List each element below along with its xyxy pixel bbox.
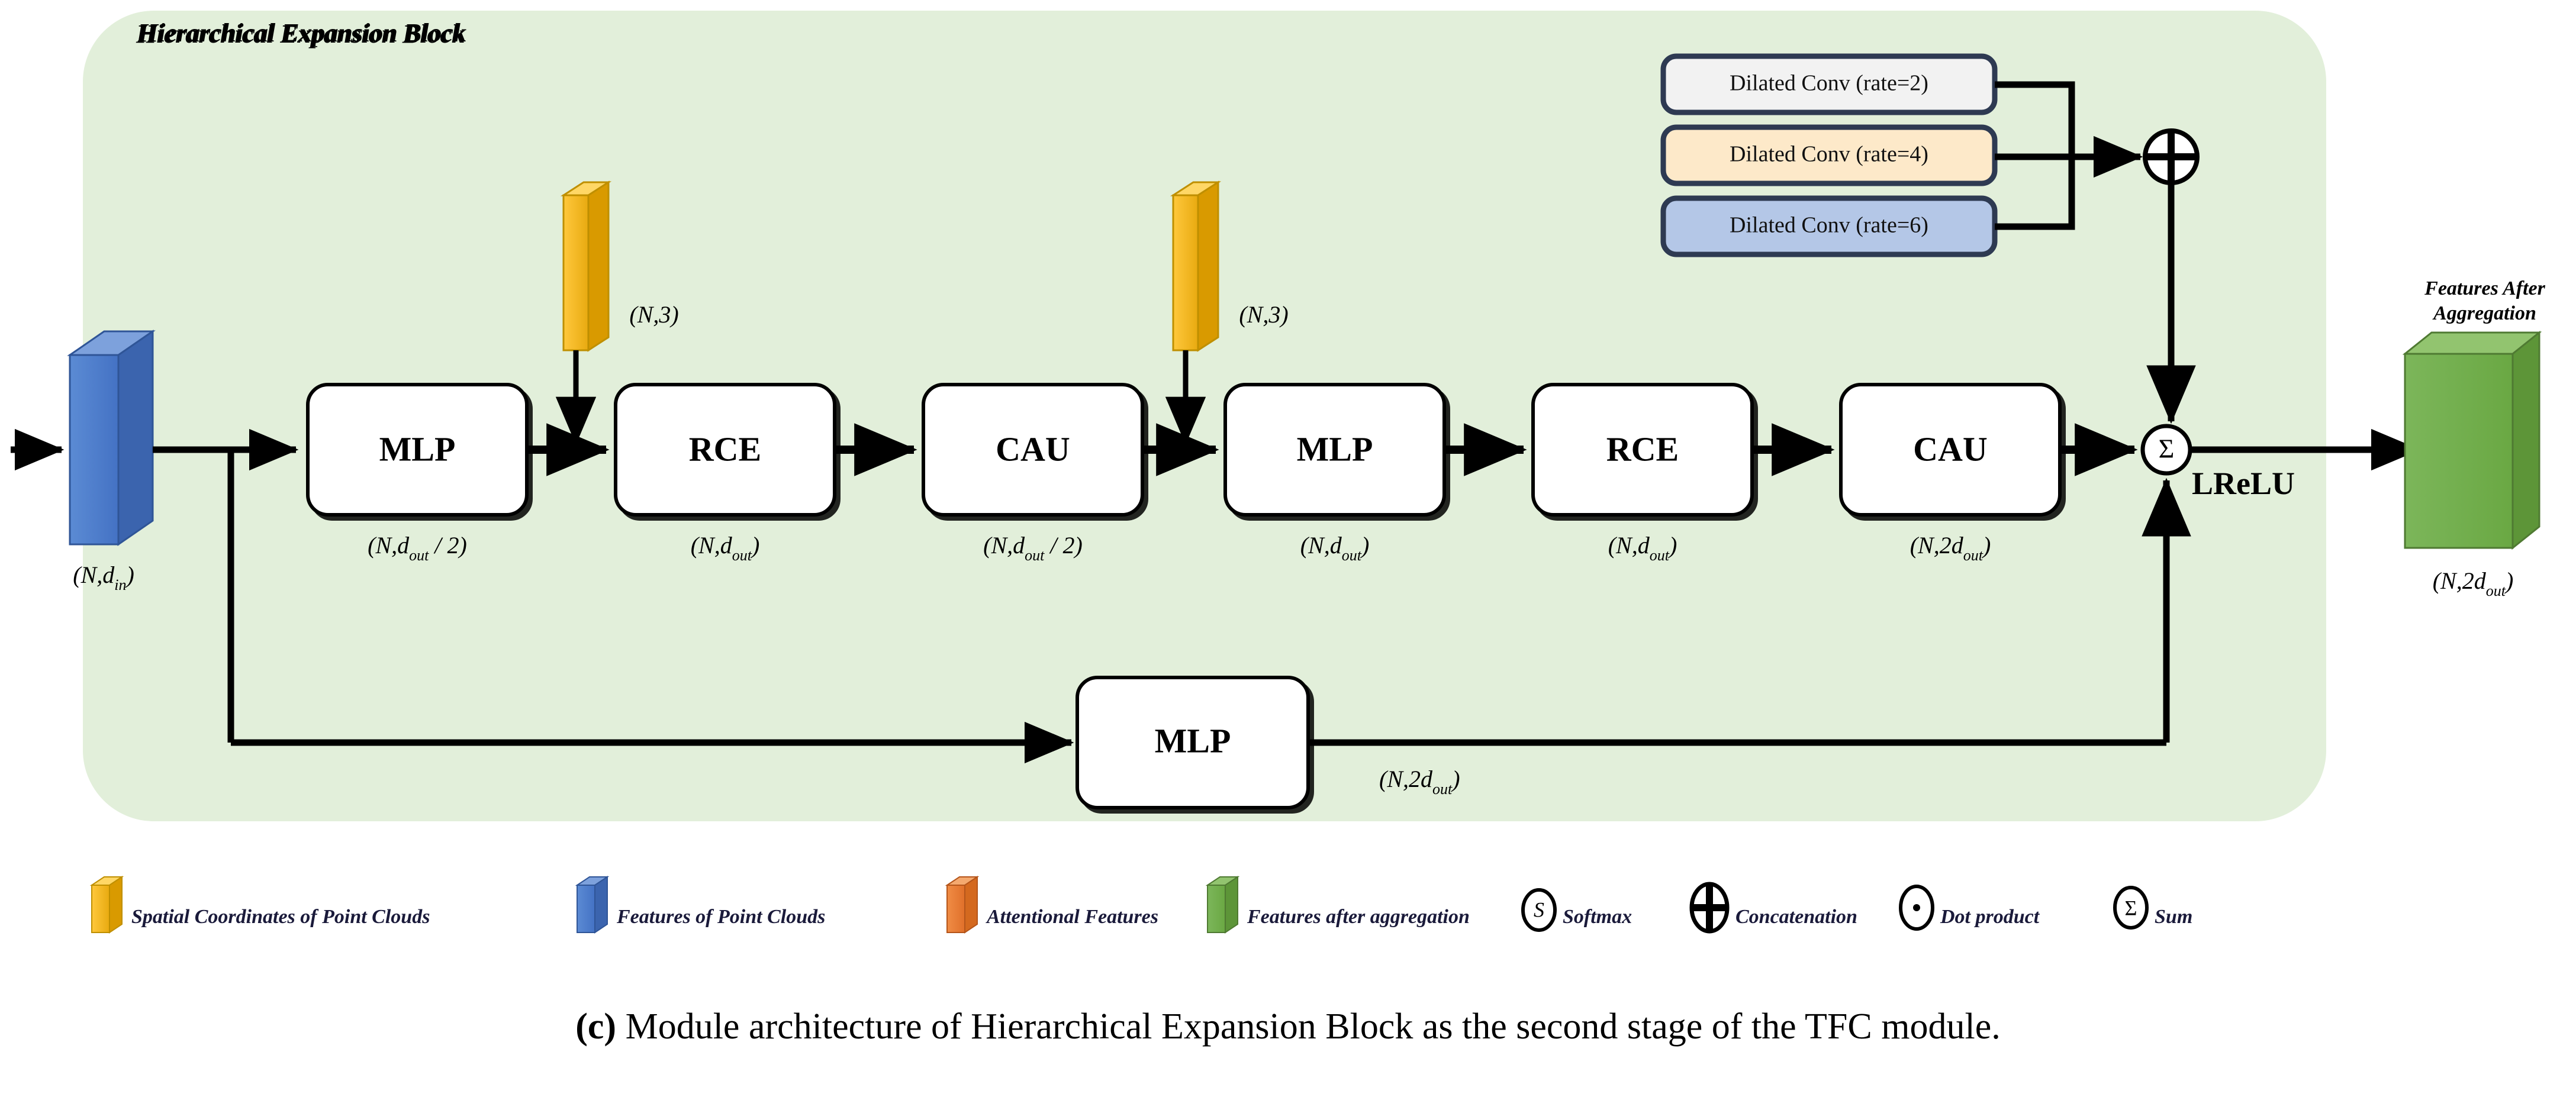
skip-mlp-label: MLP xyxy=(1155,721,1231,760)
panel-title: Hierarchical Expansion Block xyxy=(136,20,465,49)
coord-dim-label-1: (N,3) xyxy=(629,301,678,328)
legend-item-attentional-features: Attentional Features xyxy=(945,876,1158,934)
sum-node: Σ xyxy=(2140,424,2192,476)
orange-bar-icon xyxy=(945,876,980,934)
pipeline-dim-label: (N,2dout) xyxy=(1910,532,1991,564)
legend-label: Softmax xyxy=(1563,906,1632,928)
legend-label: Spatial Coordinates of Point Clouds xyxy=(131,906,430,928)
legend-item-features-after-aggregation: Features after aggregation xyxy=(1205,876,1470,934)
dilated-conv-wire-3 xyxy=(1995,157,2075,230)
dilated-conv-label: Dilated Conv (rate=4) xyxy=(1730,142,1928,167)
dilated-conv-box-3[interactable]: Dilated Conv (rate=6) xyxy=(1660,195,1998,257)
legend-label: Attentional Features xyxy=(986,906,1158,928)
softmax-icon: S xyxy=(1521,888,1557,932)
pipeline-dim-label: (N,dout / 2) xyxy=(368,532,467,564)
yellow-bar-icon xyxy=(89,876,124,934)
skip-mlp-dim-label: (N,2dout) xyxy=(1379,766,1460,798)
pipeline-box-rce-1[interactable]: RCE xyxy=(614,383,836,517)
pipeline-box-mlp-1[interactable]: MLP xyxy=(306,383,529,517)
legend-label: Features after aggregation xyxy=(1247,906,1470,928)
green-bar-icon xyxy=(1205,876,1240,934)
dilated-conv-box-2[interactable]: Dilated Conv (rate=4) xyxy=(1660,124,1998,186)
pipeline-box-rce-2[interactable]: RCE xyxy=(1531,383,1754,517)
dilated-conv-label: Dilated Conv (rate=2) xyxy=(1730,71,1928,96)
pipeline-box-label: RCE xyxy=(1606,430,1679,468)
input-dim-label: (N,din) xyxy=(73,562,134,593)
pipeline-box-label: RCE xyxy=(689,430,761,468)
dilated-conv-wire-1 xyxy=(1995,81,2075,157)
dot-product-icon xyxy=(1899,885,1934,931)
pipeline-dim-label: (N,dout) xyxy=(691,532,760,564)
legend-label: Sum xyxy=(2155,906,2192,928)
svg-text:Σ: Σ xyxy=(2125,896,2137,919)
blue-bar-icon xyxy=(575,876,610,934)
legend-item-sum: Σ Sum xyxy=(2113,886,2192,930)
caption-text: Module architecture of Hierarchical Expa… xyxy=(616,1006,2001,1047)
legend-item-spatial-coordinates: Spatial Coordinates of Point Clouds xyxy=(89,876,430,934)
coord-block-2 xyxy=(1170,180,1222,352)
pipeline-box-cau-2[interactable]: CAU xyxy=(1839,383,2062,517)
pipeline-box-label: CAU xyxy=(996,430,1070,468)
dilated-conv-label: Dilated Conv (rate=6) xyxy=(1730,213,1928,238)
pipeline-box-label: MLP xyxy=(379,430,456,468)
legend-label: Dot product xyxy=(1940,906,2040,928)
svg-text:S: S xyxy=(1534,898,1544,921)
pipeline-box-cau-1[interactable]: CAU xyxy=(922,383,1144,517)
legend-item-features-point-clouds: Features of Point Clouds xyxy=(575,876,825,934)
pipeline-dim-label: (N,dout) xyxy=(1608,532,1677,564)
lrelu-label: LReLU xyxy=(2192,466,2295,501)
pipeline-dim-label: (N,dout) xyxy=(1300,532,1370,564)
dilated-conv-box-1[interactable]: Dilated Conv (rate=2) xyxy=(1660,53,1998,115)
sum-icon: Σ xyxy=(2113,886,2149,930)
pipeline-box-label: CAU xyxy=(1913,430,1988,468)
legend-item-dot-product: Dot product xyxy=(1899,885,2040,931)
sum-glyph: Σ xyxy=(2159,434,2175,464)
output-title-line1: Features After xyxy=(2424,278,2545,299)
legend-item-concatenation: Concatenation xyxy=(1689,882,1857,934)
pipeline-box-mlp-2[interactable]: MLP xyxy=(1223,383,1446,517)
skip-mlp-box[interactable]: MLP xyxy=(1076,676,1310,809)
concatenation-icon xyxy=(1689,882,1730,934)
coord-dim-label-2: (N,3) xyxy=(1239,301,1288,328)
legend-label: Concatenation xyxy=(1735,906,1857,928)
legend-item-softmax: S Softmax xyxy=(1521,888,1632,932)
pipeline-dim-label: (N,dout / 2) xyxy=(983,532,1083,564)
input-feature-block xyxy=(67,330,156,546)
legend-label: Features of Point Clouds xyxy=(616,906,825,928)
output-dim-label: (N,2dout) xyxy=(2433,567,2514,599)
coord-block-1 xyxy=(560,180,612,352)
figure-caption: (c) Module architecture of Hierarchical … xyxy=(0,1006,2576,1048)
panel-title-text: Hierarchical Expansion Block xyxy=(137,18,466,47)
concatenation-node xyxy=(2143,128,2200,185)
output-feature-block xyxy=(2402,330,2542,550)
output-title-line2: Aggregation xyxy=(2432,302,2536,324)
pipeline-box-label: MLP xyxy=(1297,430,1373,468)
caption-prefix: (c) xyxy=(575,1006,617,1047)
